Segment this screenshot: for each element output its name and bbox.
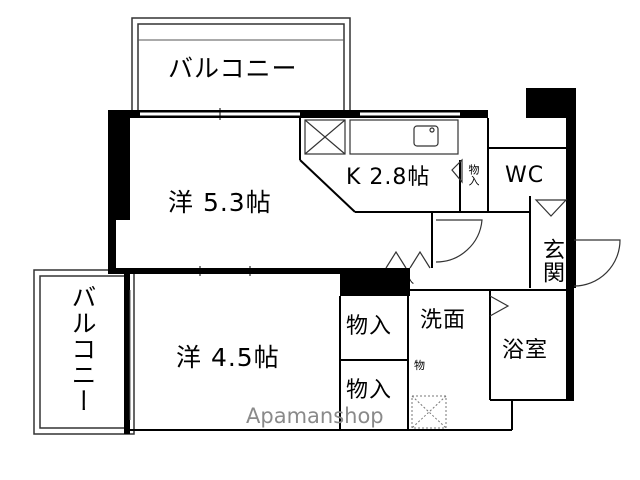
western-room-53-label: 洋 5.3帖 [168,188,272,217]
balcony-left-label: バルコニー [68,284,97,414]
outer-walls [108,88,576,434]
storage-mid-label: 物入 [392,273,414,286]
window-marks [140,108,460,276]
inner-walls [130,118,574,431]
kitchen-counter [304,119,459,155]
bathroom-label: 浴室 [502,338,549,363]
storage-left-lower-label: 物入 [346,378,393,403]
kitchen-label: K 2.8帖 [346,165,431,190]
western-room-45-label: 洋 4.5帖 [176,343,280,372]
storage-kitchen-label: 物入 [467,164,480,186]
wc-label: WC [505,163,545,188]
storage-wash-label: 物 [414,359,425,372]
watermark: Apamanshop [246,404,384,428]
balcony-rails [129,39,344,420]
washroom-label: 洗面 [420,308,467,333]
doors [385,158,621,317]
entrance-label: 玄関 [539,238,564,284]
washer-space [411,395,447,429]
storage-left-upper-label: 物入 [346,314,393,339]
balcony-top-label: バルコニー [168,54,298,83]
